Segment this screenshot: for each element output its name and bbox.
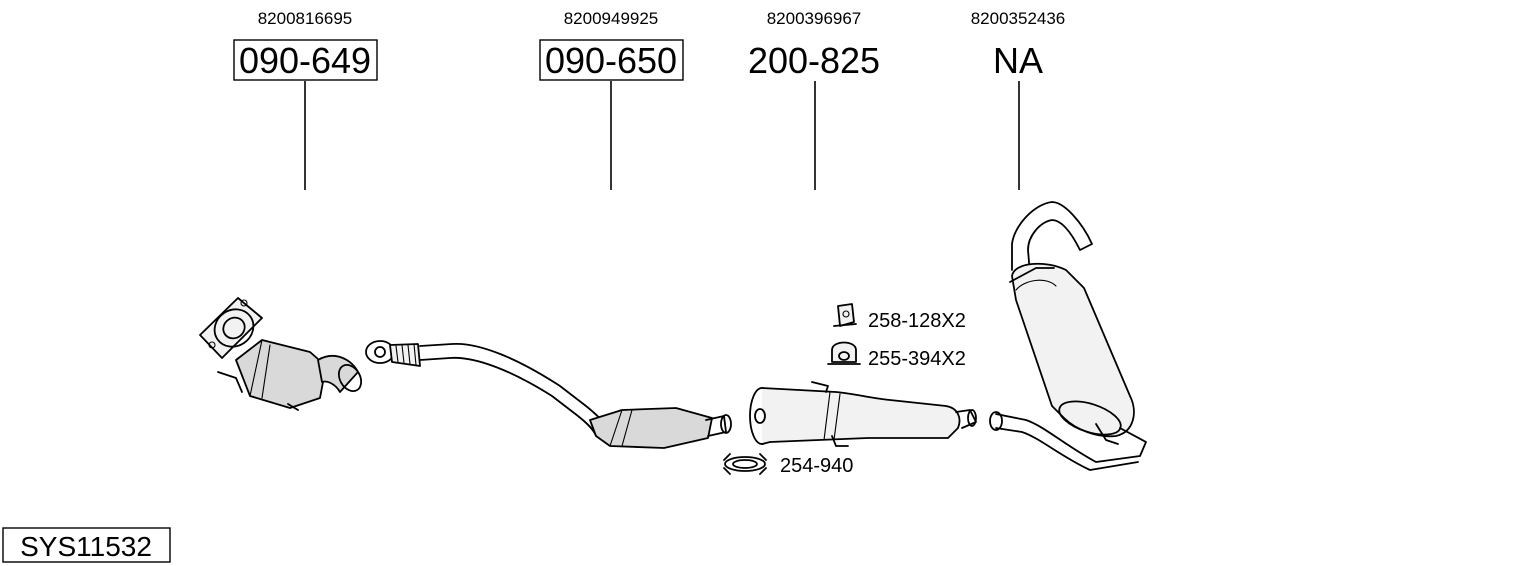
- oe-number-4: 8200352436: [971, 9, 1066, 28]
- accessory-label-2[interactable]: 255-394X2: [868, 348, 966, 370]
- oe-number-2: 8200949925: [564, 9, 659, 28]
- part-number-2[interactable]: 090-650: [545, 40, 677, 81]
- front-catalytic-converter-drawing[interactable]: [199, 297, 366, 411]
- oe-number-3: 8200396967: [767, 9, 862, 28]
- accessory-label-1[interactable]: 258-128X2: [868, 310, 966, 332]
- part-number-box-1: [233, 39, 378, 81]
- system-code: SYS11532: [20, 531, 152, 562]
- oe-number-1: 8200816695: [258, 9, 353, 28]
- part-number-box-2: [539, 39, 684, 81]
- front-pipe-catalytic-converter-drawing[interactable]: [365, 340, 732, 449]
- part-number-1[interactable]: 090-649: [239, 40, 371, 81]
- rubber-hanger-icon: [833, 303, 857, 327]
- rubber-ring-mount-icon: [827, 341, 861, 365]
- rear-silencer-drawing[interactable]: [989, 201, 1147, 471]
- intermediate-silencer-drawing[interactable]: [749, 381, 977, 447]
- system-code-box: [2, 527, 171, 563]
- part-number-4[interactable]: NA: [993, 40, 1043, 81]
- accessory-label-3[interactable]: 254-940: [780, 455, 853, 477]
- part-number-3[interactable]: 200-825: [748, 40, 880, 81]
- pipe-clamp-icon: [723, 453, 767, 475]
